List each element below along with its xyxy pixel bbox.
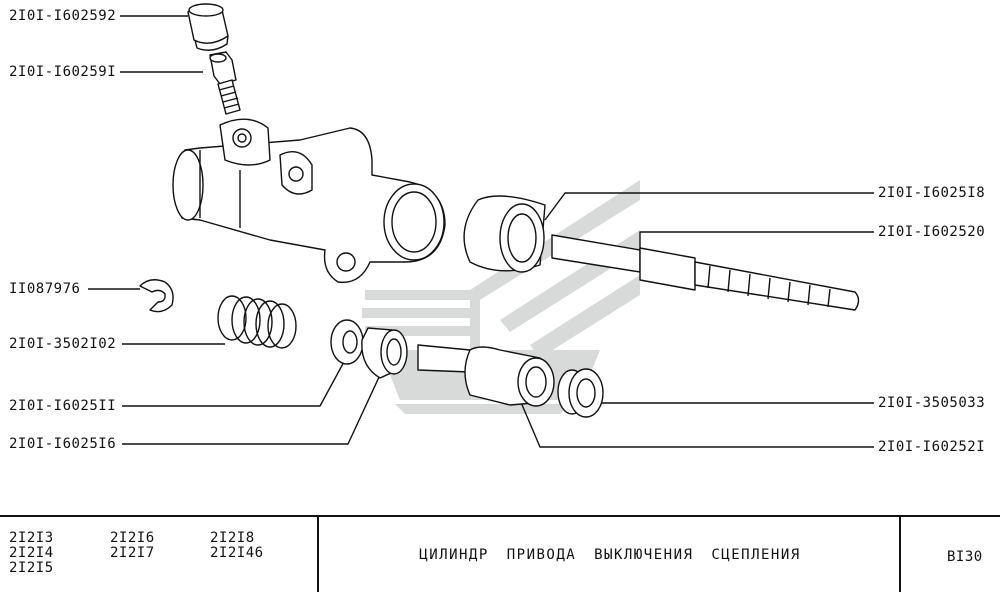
model-code: 2I2I46	[210, 545, 264, 561]
piston-seal-part	[557, 368, 604, 418]
callout-boot: 2I0I-I6025I8	[878, 185, 986, 201]
callout-lock-ring: II087976	[9, 281, 81, 297]
boot-part	[463, 195, 546, 273]
model-code: 2I2I7	[110, 545, 155, 561]
leader-piston	[519, 399, 874, 448]
cylinder-body-part	[172, 118, 446, 284]
leader-seal	[122, 374, 381, 445]
washer-part	[330, 319, 364, 365]
callout-seal: 2I0I-I6025I6	[9, 436, 117, 452]
pushrod-part	[551, 234, 860, 311]
callout-bleed-valve: 2I0I-I60259I	[9, 64, 117, 80]
spring-part	[217, 295, 297, 349]
callout-cap: 2I0I-I602592	[9, 8, 117, 24]
bleed-valve-part	[209, 51, 241, 115]
callout-washer: 2I0I-I6025II	[9, 398, 117, 414]
cap-part	[187, 3, 229, 51]
model-code: 2I2I4	[9, 545, 54, 561]
model-code: 2I2I6	[110, 530, 155, 546]
callout-pushrod: 2I0I-I602520	[878, 224, 986, 240]
leader-boot	[544, 192, 874, 221]
drawing-title: ЦИЛИНДР ПРИВОДА ВЫКЛЮЧЕНИЯ СЦЕПЛЕНИЯ	[419, 547, 801, 563]
model-list-col1: 2I2I3 2I2I4 2I2I5	[9, 531, 54, 576]
lock-ring-part	[139, 279, 174, 313]
model-list-col3: 2I2I8 2I2I46	[210, 531, 264, 561]
leader-pushrod	[639, 231, 874, 255]
sheet-code: BI30	[947, 549, 983, 565]
model-code: 2I2I3	[9, 530, 54, 546]
model-list-col2: 2I2I6 2I2I7	[110, 531, 155, 561]
piston-part	[417, 344, 555, 407]
callout-spring: 2I0I-3502I02	[9, 336, 117, 352]
seal-part	[361, 327, 408, 379]
callout-piston: 2I0I-I60252I	[878, 439, 986, 455]
leader-washer	[122, 359, 346, 407]
callout-piston-seal: 2I0I-3505033	[878, 395, 986, 411]
model-code: 2I2I8	[210, 530, 255, 546]
model-code: 2I2I5	[9, 560, 54, 576]
